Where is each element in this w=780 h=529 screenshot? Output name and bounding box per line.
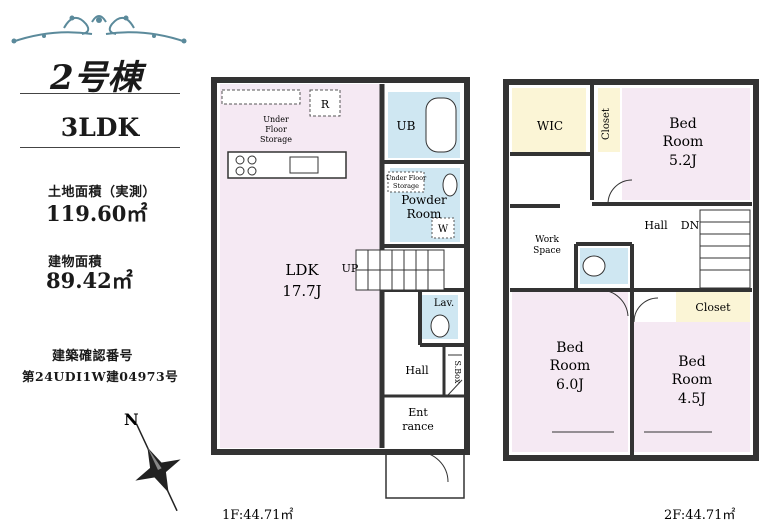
bed-room-2-size: 6.0J bbox=[556, 377, 584, 393]
floor2-plan: WIC Closet Bed Room 5.2J Hall DN Work Sp… bbox=[503, 79, 759, 461]
basin-icon bbox=[442, 173, 458, 197]
bed-room-1-label: Room bbox=[663, 134, 704, 150]
wic-area bbox=[512, 88, 586, 152]
entrance-porch bbox=[385, 451, 465, 499]
powder-room-label: Powder bbox=[401, 193, 447, 207]
bed-room-3-label: Bed bbox=[678, 354, 706, 370]
kitchen-counter bbox=[227, 151, 347, 179]
small-under-floor-label: Storage bbox=[393, 182, 419, 190]
refrigerator-space bbox=[309, 89, 341, 117]
floor2-caption: 2F:44.71㎡ bbox=[664, 508, 735, 523]
building-info-panel: 2号棟 3LDK 土地面積（実測） 119.60㎡ 建物面積 89.42㎡ 建築… bbox=[0, 0, 205, 529]
shoe-box-line bbox=[447, 379, 463, 396]
door-swing-icon bbox=[607, 179, 633, 205]
stairs-down-label: DN bbox=[681, 219, 700, 232]
under-floor-label: Floor bbox=[265, 125, 287, 134]
ornament-icon bbox=[11, 15, 187, 44]
powder-room-label: Room bbox=[407, 207, 442, 221]
bed-room-3-area bbox=[634, 322, 750, 452]
floor2-outer-wall bbox=[503, 79, 759, 461]
permit-label: 建築確認番号 bbox=[52, 349, 134, 364]
washer-label: W bbox=[438, 224, 449, 235]
bed-room-1-area bbox=[622, 88, 750, 200]
refrigerator-label: R bbox=[321, 98, 330, 111]
washer-icon bbox=[431, 217, 455, 239]
ldk-size: 17.7J bbox=[282, 282, 321, 300]
closet-label: Closet bbox=[601, 108, 612, 140]
land-area-label: 土地面積（実測） bbox=[48, 185, 157, 200]
ldk-area bbox=[220, 84, 380, 448]
small-under-floor-label: Under Floor bbox=[386, 174, 427, 182]
under-floor-label: Storage bbox=[260, 135, 292, 144]
closet-label: Closet bbox=[695, 301, 731, 314]
floor1-caption: 1F:44.71㎡ bbox=[222, 508, 293, 523]
floor-area-label: 建物面積 bbox=[48, 255, 103, 270]
permit-number: 第24UDI1W建04973号 bbox=[22, 369, 179, 384]
divider-line bbox=[20, 93, 180, 94]
compass: N bbox=[124, 410, 181, 512]
under-floor-label: Under bbox=[263, 115, 289, 124]
floor1-plan: LDK 17.7J Under Floor Storage R UB Under… bbox=[211, 77, 470, 499]
compass-north-label: N bbox=[124, 410, 139, 429]
stove-icon bbox=[235, 155, 257, 176]
bed-room-1-size: 5.2J bbox=[669, 153, 697, 169]
entrance-label: rance bbox=[402, 420, 434, 433]
toilet-icon bbox=[430, 314, 450, 338]
bed-room-3-label: Room bbox=[672, 372, 713, 388]
closet-area bbox=[598, 88, 620, 152]
toilet-icon bbox=[582, 255, 606, 277]
work-space-label: Work bbox=[535, 235, 559, 245]
entrance-label: Ent bbox=[408, 406, 428, 419]
bed-room-2-label: Room bbox=[550, 358, 591, 374]
floor1-outer-wall bbox=[211, 77, 470, 455]
door-swing-icon bbox=[633, 297, 659, 323]
work-space-label: Space bbox=[533, 246, 561, 256]
bed-room-1-label: Bed bbox=[669, 116, 697, 132]
hall-label: Hall bbox=[644, 219, 668, 232]
small-under-floor-storage bbox=[387, 171, 425, 193]
door-swing-icon bbox=[599, 289, 629, 317]
wic-label: WIC bbox=[537, 119, 563, 133]
bed-room-3-size: 4.5J bbox=[678, 391, 706, 407]
land-area-value: 119.60㎡ bbox=[46, 201, 148, 226]
bathtub-icon bbox=[425, 97, 457, 153]
door-swing-icon bbox=[417, 451, 449, 483]
bed-room-2-label: Bed bbox=[556, 340, 584, 356]
building-number: 2号棟 bbox=[50, 58, 142, 98]
hall-label: Hall bbox=[405, 364, 429, 377]
closet-area bbox=[676, 292, 750, 322]
under-floor-storage bbox=[221, 89, 301, 105]
floor-area-value: 89.42㎡ bbox=[46, 268, 133, 293]
lavatory-label: Lav. bbox=[434, 298, 454, 309]
stairs-icon bbox=[355, 249, 445, 291]
bed-room-2-area bbox=[512, 292, 628, 452]
divider-line bbox=[20, 147, 180, 148]
unit-bath-label: UB bbox=[397, 119, 416, 133]
layout-type: 3LDK bbox=[60, 113, 140, 142]
sink-icon bbox=[289, 156, 319, 174]
shoe-box-label: S.Box bbox=[453, 361, 462, 384]
stairs-icon bbox=[699, 209, 751, 289]
ldk-name: LDK bbox=[285, 261, 319, 279]
stairs-up-label: UP bbox=[342, 262, 359, 275]
